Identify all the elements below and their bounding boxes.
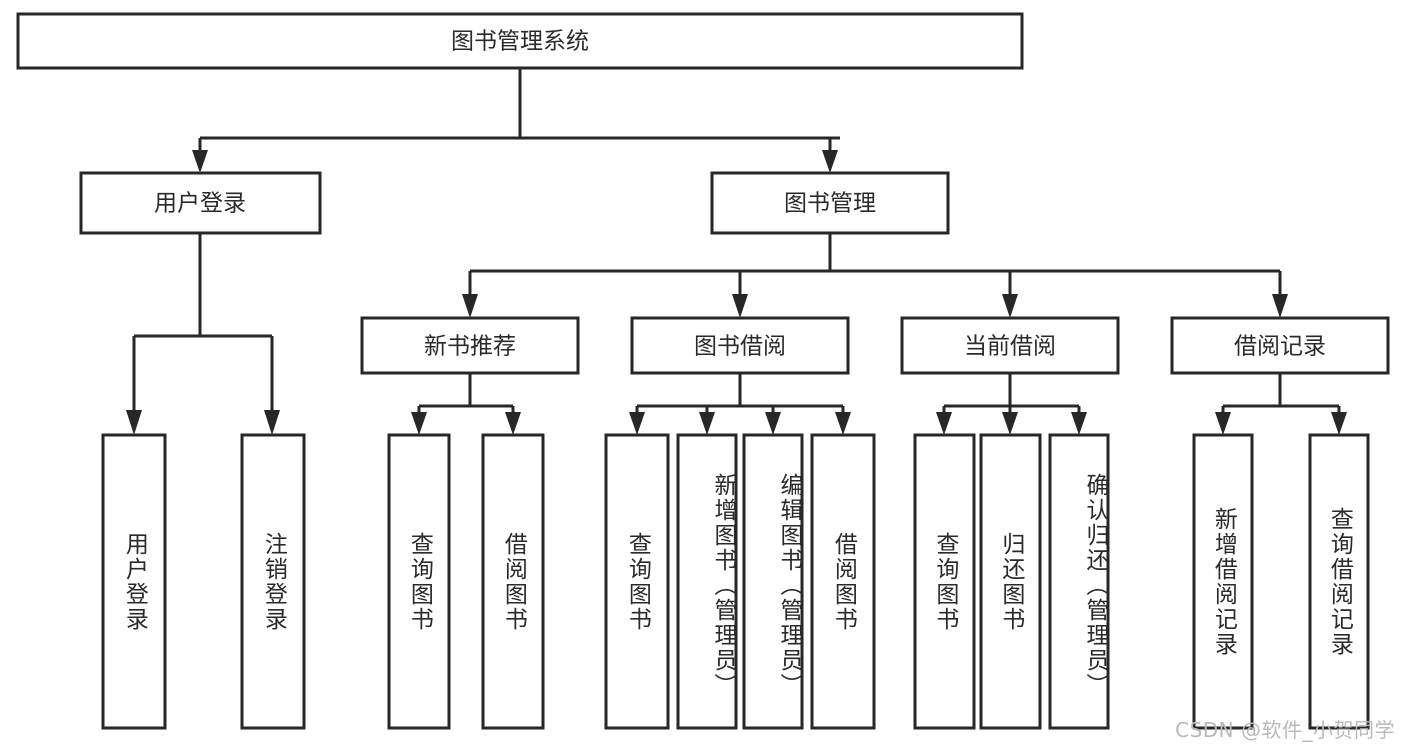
arrow-head-leaf-bb-edit — [765, 412, 781, 435]
node-leaf-logout[interactable] — [240, 433, 306, 730]
arrow-head-user-login — [192, 150, 208, 173]
node-root-label: 图书管理系统 — [451, 29, 589, 55]
node-leaf-rec-query-record[interactable] — [1308, 433, 1370, 730]
node-leaf-rec-add-record[interactable] — [1192, 433, 1254, 730]
node-leaf-bb-edit-book[interactable] — [742, 433, 804, 730]
node-root[interactable] — [16, 12, 1024, 70]
node-book-borrow-label: 图书借阅 — [694, 334, 786, 360]
node-new-book-recommend-label: 新书推荐 — [424, 334, 516, 360]
node-user-login[interactable] — [79, 171, 322, 235]
node-user-login-label: 用户登录 — [154, 191, 246, 217]
arrow-head-new-book — [462, 294, 478, 318]
arrow-head-leaf-logout — [264, 410, 280, 435]
node-new-book-recommend[interactable] — [360, 316, 580, 375]
arrow-head-leaf-cb-query — [936, 412, 952, 435]
node-leaf-cb-confirm-return[interactable] — [1048, 433, 1110, 730]
node-leaf-bb-query-book[interactable] — [604, 433, 670, 730]
node-book-borrow[interactable] — [630, 316, 850, 375]
node-book-management-label: 图书管理 — [784, 191, 876, 217]
csdn-watermark: CSDN @软件_小贺同学 — [1175, 718, 1395, 742]
node-book-management[interactable] — [710, 171, 950, 235]
node-leaf-cb-query-book[interactable] — [913, 433, 976, 730]
arrow-head-leaf-bb-query — [629, 412, 645, 435]
connector-layer — [126, 68, 1347, 435]
arrow-head-leaf-rec-add — [1215, 412, 1231, 435]
node-borrow-record[interactable] — [1170, 316, 1390, 375]
node-leaf-nb-query-book[interactable] — [387, 433, 451, 730]
arrow-head-leaf-cb-return — [1002, 412, 1018, 435]
node-leaf-cb-return-book[interactable] — [979, 433, 1042, 730]
arrow-head-leaf-bb-add — [699, 412, 715, 435]
arrow-head-leaf-nb-borrow — [505, 412, 521, 435]
arrow-head-book-borrow — [732, 294, 748, 318]
node-layer: 图书管理系统 用户登录 图书管理 新书推荐 图书借阅 当前借阅 借阅记录 — [16, 12, 1390, 730]
node-borrow-record-label: 借阅记录 — [1234, 334, 1326, 360]
node-leaf-bb-add-book[interactable] — [676, 433, 738, 730]
node-current-borrow-label: 当前借阅 — [964, 334, 1056, 360]
arrow-head-leaf-user-login — [126, 410, 142, 435]
arrow-head-leaf-rec-query — [1331, 412, 1347, 435]
arrow-head-leaf-cb-confirm — [1071, 412, 1087, 435]
node-leaf-user-login[interactable] — [101, 433, 167, 730]
arrow-head-book-mgmt — [822, 150, 838, 173]
node-leaf-bb-borrow-book[interactable] — [810, 433, 876, 730]
node-leaf-nb-borrow-book[interactable] — [481, 433, 545, 730]
arrow-head-current-borrow — [1002, 294, 1018, 318]
arrow-head-leaf-nb-query — [411, 412, 427, 435]
arrow-head-borrow-record — [1272, 294, 1288, 318]
node-current-borrow[interactable] — [900, 316, 1120, 375]
arrow-head-leaf-bb-borrow — [835, 412, 851, 435]
